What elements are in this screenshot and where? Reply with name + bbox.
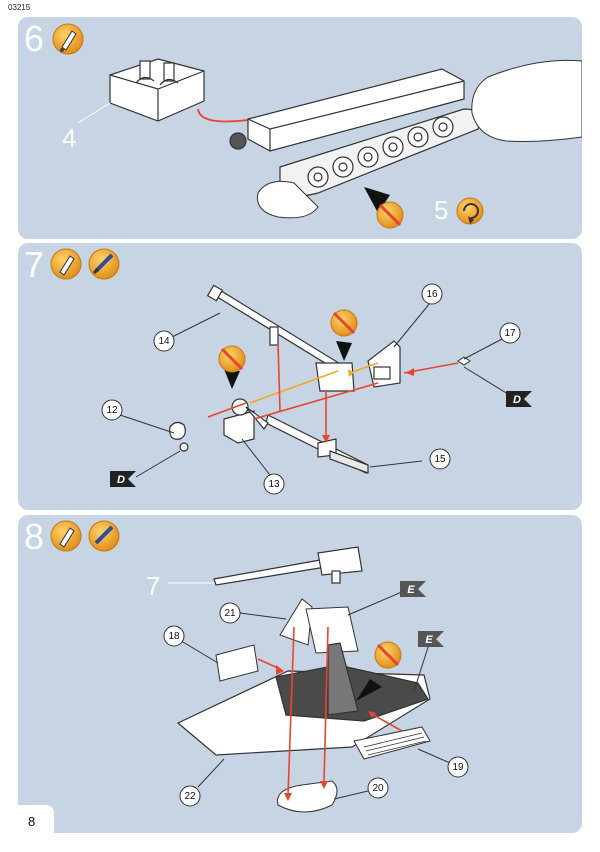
part-19-grille [353,726,431,760]
step-number: 7 [24,244,45,285]
svg-text:14: 14 [158,336,170,347]
decal-tag-d: D [110,471,136,487]
svg-text:D: D [117,474,125,486]
part-18 [215,644,259,682]
decal-tag-e: E [418,631,444,647]
part-17 [457,356,471,366]
svg-text:22: 22 [184,791,196,802]
part-4-box [109,58,205,122]
callout-18: 18 [163,625,185,647]
step-number: 6 [24,18,45,59]
part-label-5: 5 [434,195,448,225]
step-7-panel: 14 16 17 12 13 15 D D 7 [18,243,582,510]
decal-tag-d: D [506,391,532,407]
svg-text:E: E [407,584,415,596]
gun-subassembly-7 [213,546,363,586]
paint-brush-icon [88,248,120,280]
part-16 [367,340,401,388]
rotate-icon [456,197,484,225]
glue-bottle-icon [52,23,84,55]
part-12 [169,421,189,452]
callout-17: 17 [499,322,521,344]
callout-19: 19 [447,756,469,778]
part-13 [223,398,269,444]
svg-text:21: 21 [224,608,236,619]
page-tab: 8 [18,805,54,835]
step-number: 8 [24,516,45,557]
svg-text:13: 13 [268,479,280,490]
callout-22: 22 [179,785,201,807]
kit-code: 03215 [8,3,31,12]
svg-text:17: 17 [504,328,516,339]
glue-bottle-icon [50,520,82,552]
no-glue-icon [374,641,402,669]
svg-text:20: 20 [372,783,384,794]
subassembly-label-7: 7 [146,571,160,601]
svg-text:16: 16 [426,289,438,300]
callout-16: 16 [421,283,443,305]
svg-text:15: 15 [434,454,446,465]
callout-20: 20 [367,777,389,799]
glue-bottle-icon [50,248,82,280]
decal-tag-e: E [400,581,426,597]
callout-12: 12 [101,399,123,421]
no-glue-icon [218,345,246,373]
step-6-panel: 4 5 [18,17,582,239]
gun-mount-part-15 [265,414,369,474]
step-8-panel: 7 [18,515,582,833]
svg-text:19: 19 [452,762,464,773]
gun-barrel-part-14 [206,284,355,392]
no-glue-icon [376,201,404,229]
callout-13: 13 [263,473,285,495]
svg-text:18: 18 [168,631,180,642]
page-number: 8 [28,814,36,829]
no-glue-icon [330,309,358,337]
callout-21: 21 [219,602,241,624]
svg-text:12: 12 [106,405,118,416]
part-21-shield [279,598,313,646]
svg-text:E: E [425,634,433,646]
callout-15: 15 [429,448,451,470]
part-20-base [277,780,338,813]
paint-brush-icon [88,520,120,552]
part-label-4: 4 [62,123,76,153]
hull-with-tracks [229,68,481,197]
callout-14: 14 [153,330,175,352]
svg-text:D: D [513,394,521,406]
